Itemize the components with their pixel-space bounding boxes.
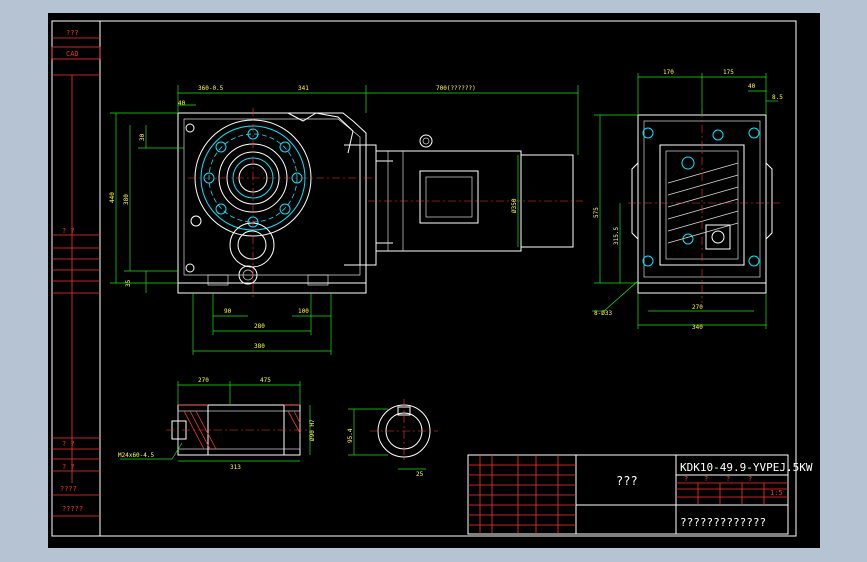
dim-shaft-top-2: 475	[260, 377, 271, 384]
dim-front-bottom-3: 100	[298, 308, 309, 315]
drawing-canvas: ??? CAD ? ? ? ? ? ? ????	[51, 20, 813, 537]
side-view	[628, 109, 780, 303]
dim-side-bottom-1: 270	[692, 304, 703, 311]
dim-front-bottom-1: 90	[224, 308, 232, 315]
tb-mark-4: ?	[748, 475, 752, 483]
dim-front-left-5: 35	[125, 279, 132, 287]
strip-row-1: ? ?	[62, 440, 75, 448]
front-dimensions: 360-0.5 341 700(??????) 40 440 380 30 35	[109, 85, 579, 355]
dim-side-bottom-2: 340	[692, 324, 703, 331]
dim-shaft-callout: M24x60-4.5	[118, 452, 155, 459]
dim-side-top-3: 40	[748, 83, 756, 90]
dim-side-right: 8.5	[772, 94, 783, 101]
tb-scale: 1:5	[770, 489, 783, 497]
strip-row-4: ?????	[62, 505, 83, 513]
front-view	[177, 108, 583, 298]
strip-top-label: ???	[66, 29, 79, 37]
dim-hub-key: 25	[416, 471, 424, 478]
dim-side-top-2: 175	[723, 69, 734, 76]
dim-front-top-3: 700(??????)	[436, 85, 476, 92]
strip-row-3: ????	[60, 485, 77, 493]
dim-front-bottom-2: 280	[254, 323, 265, 330]
strip-row-2: ? ?	[62, 463, 75, 471]
dim-front-top-1: 360-0.5	[198, 85, 224, 92]
tb-mark-3: ?	[726, 475, 730, 483]
hub-section: 95.4 25	[347, 399, 438, 478]
left-strip	[51, 20, 101, 537]
tb-bottom-label: ?????????????	[680, 516, 766, 529]
tb-title: KDK10-49.9-YVPEJ.5KW	[680, 461, 813, 474]
dim-shaft-right: Ø90 H7	[309, 419, 316, 441]
dim-front-bottom-4: 380	[254, 343, 265, 350]
dim-shaft-top-1: 270	[198, 377, 209, 384]
side-dimensions: 170 175 40 8.5 575 315.5 270 340 8-Ø33	[592, 69, 783, 331]
dim-front-top-2: 341	[298, 85, 309, 92]
tb-mark-2: ?	[704, 475, 708, 483]
dim-front-left-3: 380	[123, 194, 130, 205]
strip-mid-label: ? ?	[62, 227, 75, 235]
dim-front-left-4: 30	[139, 133, 146, 141]
dim-side-left-1: 575	[593, 207, 600, 218]
dim-front-left-1: 40	[178, 100, 186, 107]
tb-mark-1: ?	[684, 475, 688, 483]
dim-side-left-2: 315.5	[613, 227, 620, 245]
shaft-section: 270 475 313 M24x60-4.5 Ø90 H7	[118, 377, 316, 471]
tb-company: ???	[616, 474, 638, 488]
dim-shaft-total: 313	[230, 464, 241, 471]
dim-hub-height: 95.4	[347, 428, 354, 443]
dim-front-left-2: 440	[109, 192, 116, 203]
dim-side-holes: 8-Ø33	[594, 310, 612, 317]
title-block: ? ? ? ? 1:5 ??? KDK10-49.9-YVPEJ.5KW	[467, 454, 813, 535]
drawing-viewport[interactable]: ??? CAD ? ? ? ? ? ? ????	[48, 13, 820, 548]
dim-side-top-1: 170	[663, 69, 674, 76]
dim-motor-dia: Ø350	[511, 198, 518, 213]
strip-cad-label: CAD	[66, 50, 79, 58]
left-strip-table: ??? CAD ? ? ? ? ? ? ????	[51, 29, 101, 517]
